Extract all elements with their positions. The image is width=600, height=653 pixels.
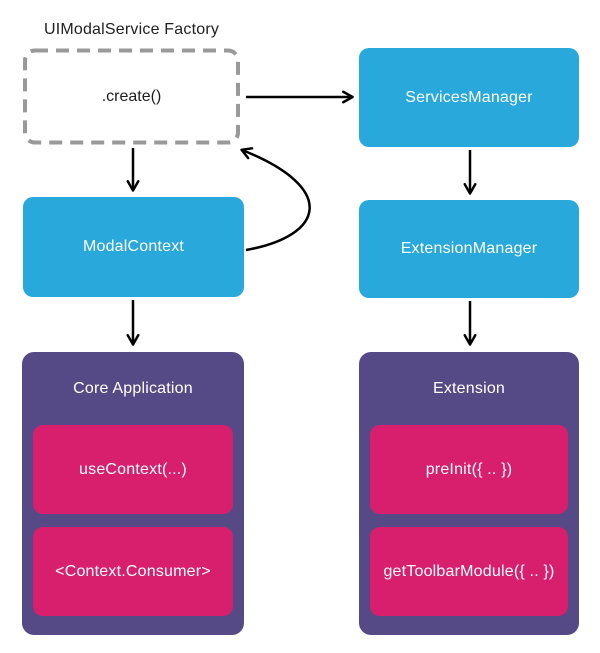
factory-title: UIModalService Factory [43,21,220,38]
item-get-toolbar-module: getToolbarModule({ .. }) [370,527,568,616]
node-services-manager: ServicesManager [359,48,579,147]
group-core-application-title: Core Application [73,379,193,397]
item-context-consumer: <Context.Consumer> [33,527,233,616]
group-extension-title: Extension [432,379,506,397]
item-pre-init: preInit({ .. }) [370,425,568,514]
arrow-modal-context-loop-to-create [240,147,311,252]
group-extension: Extension preInit({ .. }) getToolbarModu… [359,352,579,635]
node-extension-manager: ExtensionManager [359,200,579,298]
node-modal-context: ModalContext [23,197,244,297]
create-node-label: .create() [101,87,162,105]
item-use-context: useContext(...) [33,425,233,514]
group-core-application: Core Application useContext(...) <Contex… [22,352,244,635]
